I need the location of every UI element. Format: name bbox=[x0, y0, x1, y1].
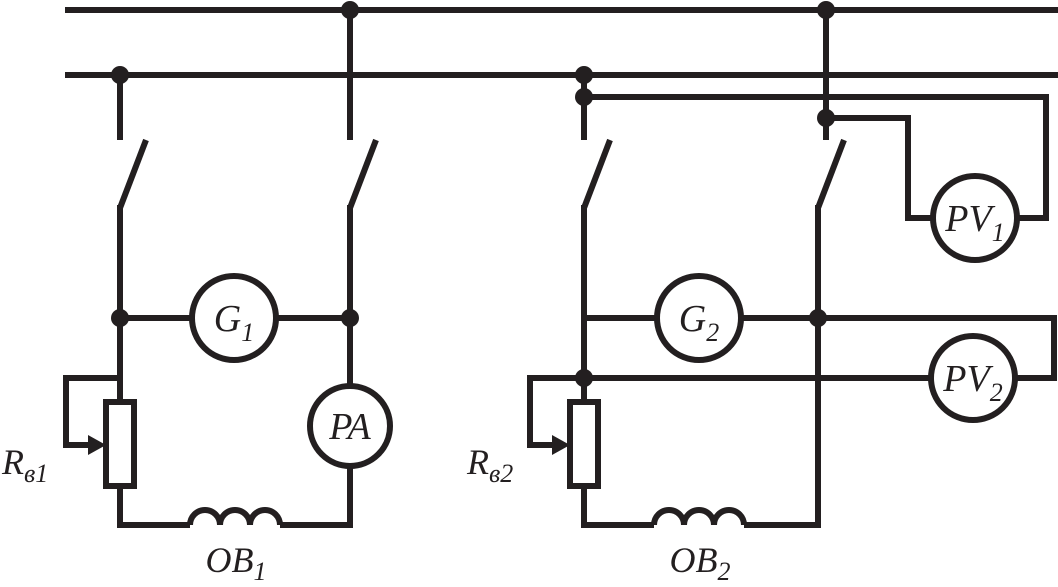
label-winding-ob1: OB1 bbox=[206, 540, 267, 586]
field-winding-ob1 bbox=[187, 507, 283, 526]
label-g1: G1 bbox=[214, 298, 254, 347]
label-pa: PA bbox=[328, 406, 371, 448]
voltmeter-pv1 bbox=[930, 173, 1020, 263]
switch-g1-right bbox=[347, 138, 379, 210]
generator-g1 bbox=[189, 273, 279, 363]
label-rheostat-r2: Rв2 bbox=[466, 442, 513, 488]
rheostat-r1 bbox=[103, 399, 137, 489]
label-winding-ob2: OB2 bbox=[670, 540, 731, 586]
label-pv1: PV1 bbox=[944, 198, 1004, 247]
switch-g2-right bbox=[815, 138, 847, 210]
label-rheostat-r1: Rв1 bbox=[1, 442, 48, 488]
generator-2-circuit bbox=[527, 1, 1057, 528]
field-winding-ob2 bbox=[651, 507, 747, 526]
rheostat-r2-arrow bbox=[552, 435, 570, 455]
switch-g1-left bbox=[117, 138, 149, 210]
generator-1-circuit bbox=[63, 1, 393, 528]
label-pv2: PV2 bbox=[942, 358, 1002, 407]
rheostat-r2 bbox=[567, 399, 601, 489]
rheostat-r1-arrow bbox=[88, 435, 106, 455]
ammeter-pa bbox=[307, 383, 393, 469]
switch-g2-left bbox=[581, 138, 613, 210]
label-g2: G2 bbox=[679, 298, 719, 347]
voltmeter-pv2 bbox=[928, 333, 1018, 423]
generator-g2 bbox=[654, 273, 744, 363]
